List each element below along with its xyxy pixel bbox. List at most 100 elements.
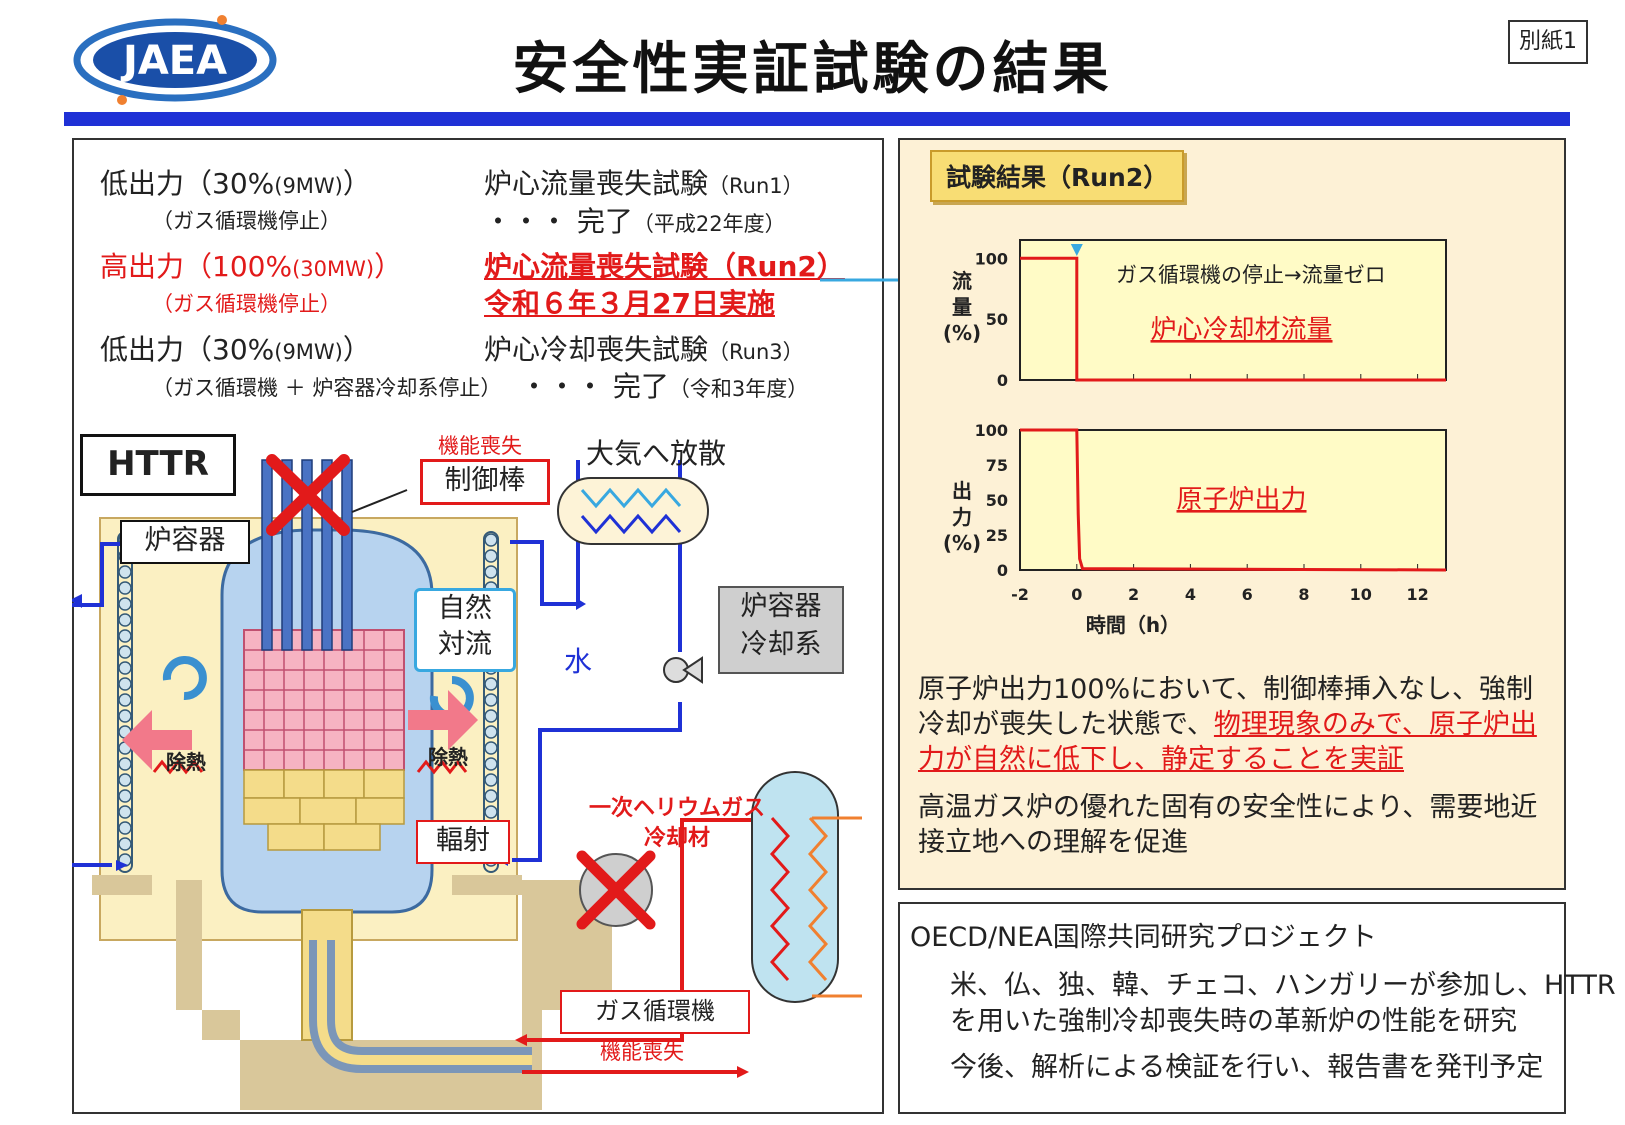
cooling-tube [118,581,132,595]
x-axis-label: 時間（h） [1086,613,1180,637]
x-tick-label: 12 [1406,585,1428,604]
cooling-tube [484,757,498,771]
series-line [1020,428,1447,572]
chart-annotation: ガス循環機の停止→流量ゼロ [1116,263,1386,287]
y-axis-label: 力 [952,505,972,529]
test1-name: 炉心流量喪失試験（Run1） [484,167,804,200]
httr-diagram [72,454,862,1110]
cooling-tube [484,693,498,707]
cooling-tube [118,821,132,835]
httr-label: HTTR [80,434,236,496]
annex-label: 別紙1 [1508,20,1588,64]
cooling-tube [484,709,498,723]
x-tick-label: 0 [1071,585,1082,604]
heat-removal-right: 除熱 [428,745,468,769]
oecd-line1: 米、仏、独、韓、チェコ、ハンガリーが参加し、HTTR [950,970,1616,1001]
test2-status: 令和６年３月27日実施 [484,287,775,320]
y-axis-label: 流 [952,269,972,293]
helium-label: 一次ヘリウムガス冷却材 [588,796,765,851]
series-label: 原子炉出力 [1177,485,1307,515]
stop-marker [1070,244,1083,256]
y-axis-label: (%) [943,321,981,345]
circulator-fail: 機能喪失 [600,1040,684,1064]
y-tick-label: 50 [986,491,1008,510]
chart-plot-area [1019,239,1447,381]
y-tick-label: 50 [986,310,1008,329]
results-charts: 050100流量(%)炉心冷却材流量ガス循環機の停止→流量ゼロ025507510… [943,239,1447,637]
x-tick-label: 10 [1350,585,1372,604]
cooling-tube [484,741,498,755]
oecd-panel [898,902,1566,1114]
series-line [1020,256,1446,382]
cooling-tube [118,789,132,803]
left-panel [72,138,884,1114]
cooling-tube [484,677,498,691]
test3-power: 低出力（30%(9MW)） [100,333,371,366]
results-title: 試験結果（Run2） [930,150,1185,202]
results-paragraph1: 原子炉出力100%において、制御棒挿入なし、強制冷却が喪失した状態で、物理現象の… [918,674,1537,775]
cooling-tube [118,693,132,707]
cooling-tube [118,677,132,691]
x-tick-label: 2 [1128,585,1139,604]
cooling-tube [118,613,132,627]
cooling-tube [484,725,498,739]
natural-convection-label: 自然対流 [414,588,516,672]
page-title: 安全性実証試験の結果 [512,37,1113,102]
cooling-tube [118,773,132,787]
heat-removal-left: 除熱 [166,750,206,774]
y-tick-label: 0 [997,371,1008,390]
radiation-label: 輻射 [416,820,510,864]
cooling-tube [484,533,498,547]
cooling-tube [118,645,132,659]
jaea-logo: JAEA [73,15,277,105]
x-tick-label: 4 [1185,585,1196,604]
control-rod-label: 制御棒 [420,459,550,505]
test3-note: （ガス循環機 ＋ 炉容器冷却系停止） [152,376,502,400]
cooling-tube [118,805,132,819]
cooling-tube [118,837,132,851]
y-tick-label: 25 [986,526,1008,545]
chart-plot-area [1019,429,1447,571]
cooling-tube [484,789,498,803]
x-tick-label: -2 [1011,585,1029,604]
test3-name: 炉心冷却喪失試験（Run3） [484,333,804,366]
test3-status: ・・・ 完了（令和3年度） [520,370,809,403]
x-tick-label: 8 [1298,585,1309,604]
test2-note: （ガス循環機停止） [152,292,341,316]
test2-power: 高出力（100%(30MW)） [100,250,403,283]
y-tick-label: 0 [997,561,1008,580]
x-tick-label: 6 [1242,585,1253,604]
cooling-tube [484,565,498,579]
circulator-label: ガス循環機 [560,990,750,1034]
series-label: 炉心冷却材流量 [1151,315,1333,345]
cooling-tube [118,757,132,771]
control-rod-fail: 機能喪失 [438,434,522,458]
rvcs-label: 炉容器冷却系 [718,586,844,674]
oecd-line2: を用いた強制冷却喪失時の革新炉の性能を研究 [950,1006,1517,1037]
atmosphere-label: 大気へ放散 [586,437,727,470]
cooling-tube [484,549,498,563]
cooling-tube [118,629,132,643]
vessel-label: 炉容器 [120,520,250,564]
oecd-title: OECD/NEA国際共同研究プロジェクト [910,922,1377,953]
y-axis-label: (%) [943,531,981,555]
oecd-line3: 今後、解析による検証を行い、報告書を発刊予定 [950,1052,1544,1083]
y-tick-label: 75 [986,456,1008,475]
cooling-tube [118,661,132,675]
cooling-tube [484,773,498,787]
test1-note: （ガス循環機停止） [152,209,341,233]
cooling-tube [484,805,498,819]
header-divider [64,112,1570,126]
test2-name: 炉心流量喪失試験（Run2） [484,250,845,283]
test1-power: 低出力（30%(9MW)） [100,167,371,200]
test1-status: ・・・ 完了（平成22年度） [484,205,786,238]
y-axis-label: 出 [952,479,972,503]
cooling-tube [118,565,132,579]
cooling-tube [118,709,132,723]
y-axis-label: 量 [952,295,972,319]
results-paragraph2: 高温ガス炉の優れた固有の安全性により、需要地近接立地への理解を促進 [918,792,1538,858]
logo-text: JAEA [120,38,227,84]
cooling-tube [118,597,132,611]
y-tick-label: 100 [975,421,1008,440]
water-label: 水 [564,645,593,678]
